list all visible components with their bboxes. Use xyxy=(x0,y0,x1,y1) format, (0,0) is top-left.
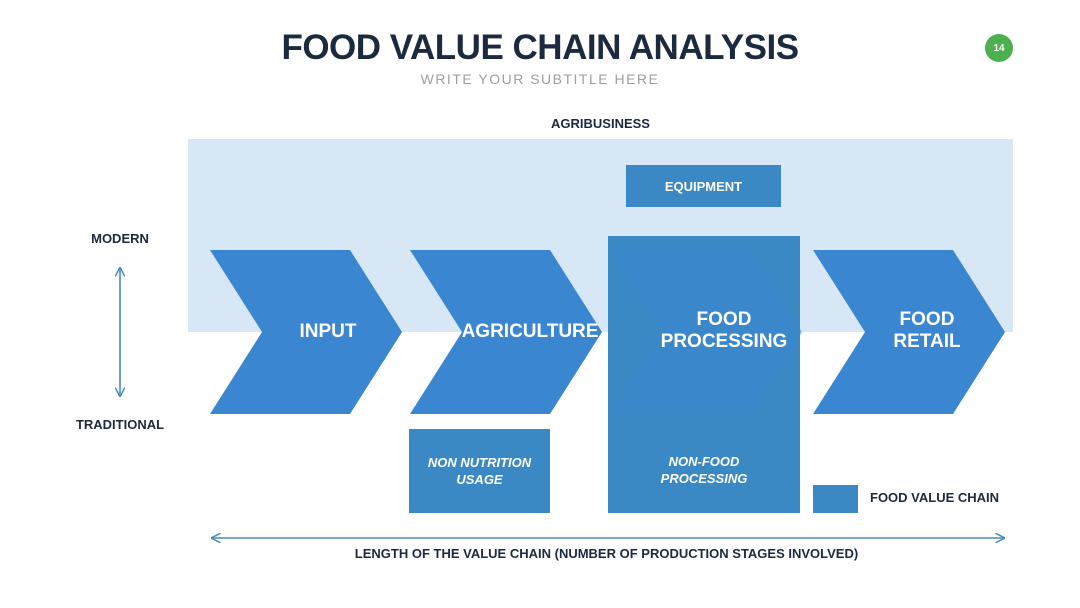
food-retail-chevron xyxy=(813,250,1005,414)
stage-label-food-processing: FOOD PROCESSING xyxy=(660,309,788,352)
agribusiness-label: AGRIBUSINESS xyxy=(551,116,650,131)
non-food-processing-label: NON-FOOD PROCESSING xyxy=(660,454,748,486)
page-subtitle: WRITE YOUR SUBTITLE HERE xyxy=(420,71,660,87)
legend-swatch xyxy=(813,485,858,513)
traditional-label: TRADITIONAL xyxy=(75,417,165,432)
legend-label: FOOD VALUE CHAIN xyxy=(870,490,1000,505)
stage-label-agriculture: AGRICULTURE xyxy=(461,321,599,342)
food-processing-chevron xyxy=(610,250,802,414)
stage-label-input: INPUT xyxy=(299,321,357,342)
page-title: FOOD VALUE CHAIN ANALYSIS xyxy=(281,28,799,67)
stage-label-food-retail: FOOD RETAIL xyxy=(893,309,961,352)
input-chevron xyxy=(210,250,402,414)
page-number-badge: 14 xyxy=(985,34,1013,62)
value-chain-length-label: LENGTH OF THE VALUE CHAIN (NUMBER OF PRO… xyxy=(354,546,859,561)
modern-label: MODERN xyxy=(91,231,149,246)
agriculture-chevron xyxy=(410,250,602,414)
non-nutrition-usage-box: NON NUTRITION USAGE xyxy=(409,429,550,513)
equipment-box: EQUIPMENT xyxy=(626,165,781,207)
